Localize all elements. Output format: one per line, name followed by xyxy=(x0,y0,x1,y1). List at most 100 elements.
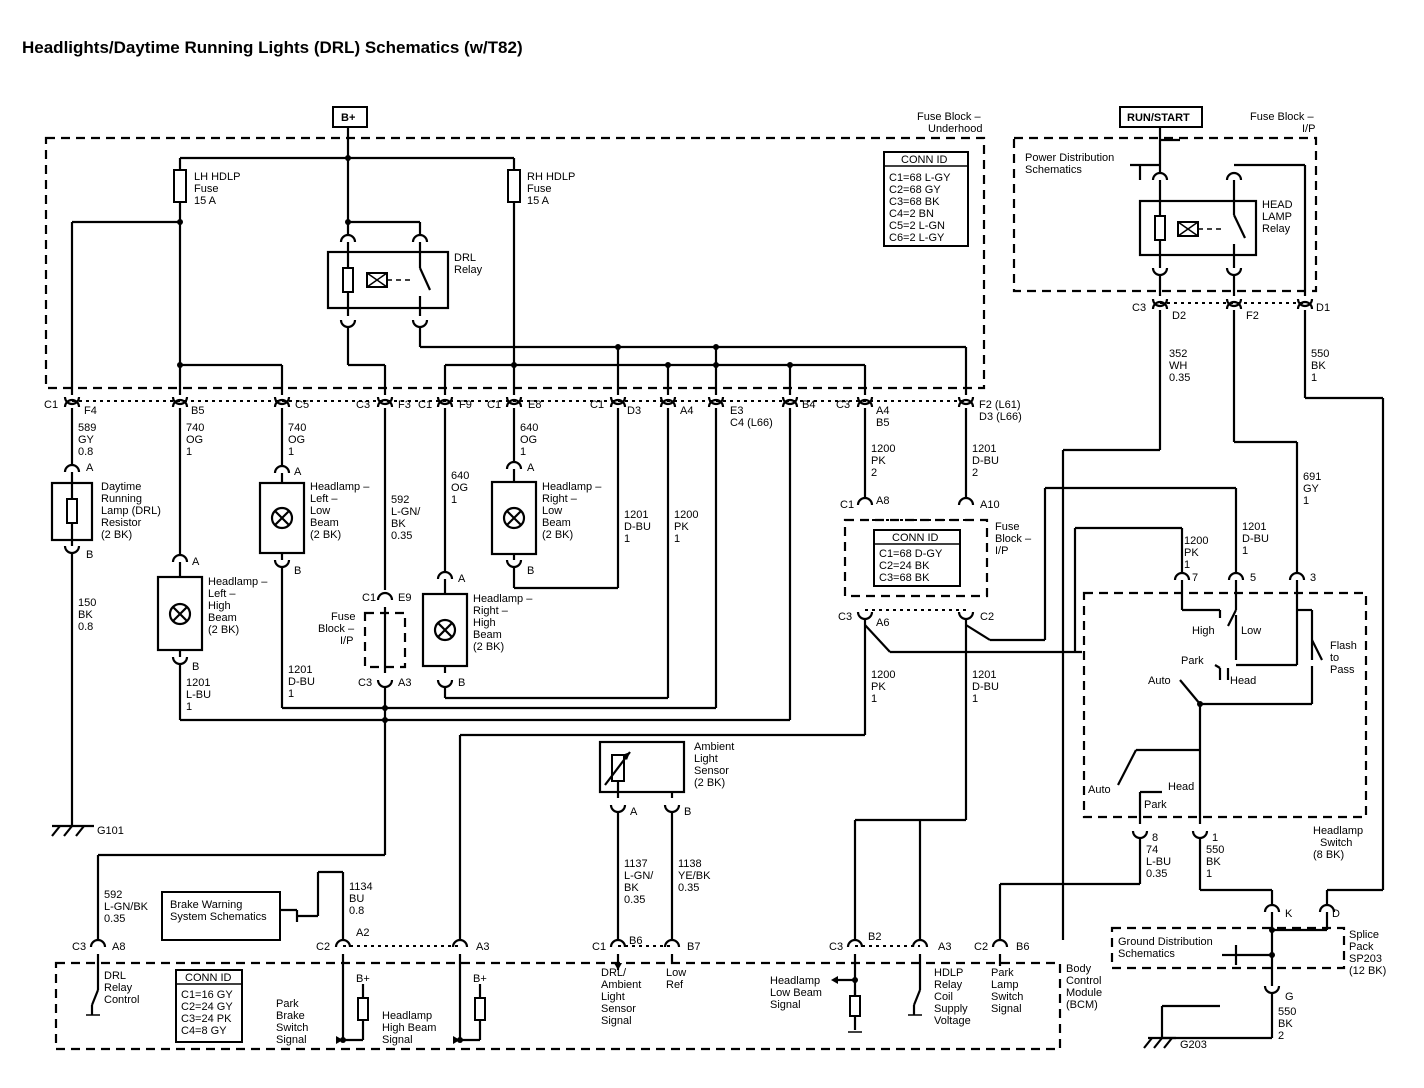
svg-text:Park: Park xyxy=(1181,655,1204,667)
svg-text:0.35: 0.35 xyxy=(1169,372,1190,384)
svg-text:OG: OG xyxy=(520,434,537,446)
svg-text:Brake: Brake xyxy=(276,1010,305,1022)
svg-text:(2 BK): (2 BK) xyxy=(694,777,725,789)
svg-text:Headlamp –: Headlamp – xyxy=(473,593,533,605)
headlamp-switch: 7 5 3 High Low Flash to Pass Park Head A… xyxy=(1082,571,1368,861)
svg-text:C2=24 BK: C2=24 BK xyxy=(879,560,930,572)
svg-text:C2: C2 xyxy=(316,941,330,953)
svg-text:Fuse: Fuse xyxy=(527,183,551,195)
svg-text:C1=68 D-GY: C1=68 D-GY xyxy=(879,548,943,560)
svg-text:Left –: Left – xyxy=(310,493,338,505)
svg-text:Schematics: Schematics xyxy=(1025,164,1082,176)
svg-text:BK: BK xyxy=(391,518,406,530)
svg-text:640: 640 xyxy=(451,470,469,482)
svg-text:0.35: 0.35 xyxy=(678,882,699,894)
svg-text:74: 74 xyxy=(1146,844,1158,856)
svg-text:Park: Park xyxy=(1144,799,1167,811)
svg-text:Ground Distribution: Ground Distribution xyxy=(1118,936,1213,948)
svg-text:I/P: I/P xyxy=(1302,123,1315,135)
svg-text:Beam: Beam xyxy=(310,517,339,529)
svg-text:Low: Low xyxy=(666,967,686,979)
svg-text:A: A xyxy=(192,556,200,568)
head-lamp-relay: HEAD LAMP Relay xyxy=(1138,171,1293,277)
svg-text:1200: 1200 xyxy=(1184,535,1208,547)
svg-text:WH: WH xyxy=(1169,360,1187,372)
svg-text:D-BU: D-BU xyxy=(1242,533,1269,545)
svg-text:Signal: Signal xyxy=(276,1034,307,1046)
runstart-label: RUN/START xyxy=(1127,112,1190,124)
svg-text:Beam: Beam xyxy=(208,612,237,624)
top-connector-cups xyxy=(63,396,975,408)
fuse-block-underhood-l1: Fuse Block – xyxy=(917,111,981,123)
svg-text:L-BU: L-BU xyxy=(1146,856,1171,868)
svg-text:C6=2 L-GY: C6=2 L-GY xyxy=(889,232,945,244)
svg-text:A: A xyxy=(458,573,466,585)
svg-text:I/P: I/P xyxy=(995,545,1008,557)
svg-text:1201: 1201 xyxy=(972,669,996,681)
svg-text:Ambient: Ambient xyxy=(694,741,734,753)
svg-text:C4 (L66): C4 (L66) xyxy=(730,417,773,429)
svg-text:C2: C2 xyxy=(974,941,988,953)
svg-text:A3: A3 xyxy=(476,941,489,953)
svg-text:15 A: 15 A xyxy=(194,195,217,207)
svg-text:C4=8 GY: C4=8 GY xyxy=(181,1025,227,1037)
bcm-hdlp-relay-coil: HDLP Relay Coil Supply Voltage xyxy=(908,954,971,1027)
svg-text:740: 740 xyxy=(186,422,204,434)
svg-text:15 A: 15 A xyxy=(527,195,550,207)
svg-text:SP203: SP203 xyxy=(1349,953,1382,965)
headlamp-left-high-beam: Headlamp – Left – High Beam (2 BK) xyxy=(156,562,268,657)
svg-text:Pass: Pass xyxy=(1330,664,1355,676)
bcm-connectors xyxy=(89,938,1009,948)
svg-text:A3: A3 xyxy=(398,677,411,689)
svg-text:Relay: Relay xyxy=(454,264,483,276)
svg-text:A4: A4 xyxy=(680,405,693,417)
svg-text:Signal: Signal xyxy=(382,1034,413,1046)
svg-text:(8 BK): (8 BK) xyxy=(1313,849,1344,861)
svg-text:Control: Control xyxy=(1066,975,1101,987)
svg-text:GY: GY xyxy=(78,434,95,446)
svg-text:Left –: Left – xyxy=(208,588,236,600)
svg-text:RH HDLP: RH HDLP xyxy=(527,171,575,183)
svg-text:1200: 1200 xyxy=(674,509,698,521)
svg-text:1: 1 xyxy=(186,701,192,713)
svg-text:1134: 1134 xyxy=(349,881,373,893)
svg-text:K: K xyxy=(1285,908,1293,920)
svg-text:C1: C1 xyxy=(44,399,58,411)
svg-text:Low: Low xyxy=(1241,625,1261,637)
svg-text:F3: F3 xyxy=(398,399,411,411)
svg-text:B6: B6 xyxy=(1016,941,1029,953)
svg-text:1: 1 xyxy=(1206,868,1212,880)
svg-text:G101: G101 xyxy=(97,825,124,837)
svg-text:1: 1 xyxy=(520,446,526,458)
bcm-drl-relay-control: DRL Relay Control xyxy=(86,954,139,1016)
svg-text:D3: D3 xyxy=(627,405,641,417)
svg-text:Fuse Block –: Fuse Block – xyxy=(1250,111,1314,123)
fuse-block-ip-top xyxy=(1012,136,1318,293)
svg-text:Resistor: Resistor xyxy=(101,517,142,529)
svg-text:B5: B5 xyxy=(876,417,889,429)
svg-text:1: 1 xyxy=(451,494,457,506)
svg-text:0.35: 0.35 xyxy=(1146,868,1167,880)
svg-text:Control: Control xyxy=(104,994,139,1006)
svg-text:PK: PK xyxy=(674,521,689,533)
svg-text:F2 (L61): F2 (L61) xyxy=(979,399,1021,411)
bplus-label: B+ xyxy=(341,112,355,124)
svg-text:B4: B4 xyxy=(802,399,815,411)
svg-text:1: 1 xyxy=(1184,559,1190,571)
svg-text:D-BU: D-BU xyxy=(972,681,999,693)
svg-text:E8: E8 xyxy=(528,399,541,411)
svg-text:High Beam: High Beam xyxy=(382,1022,436,1034)
svg-text:A: A xyxy=(294,466,302,478)
svg-text:1201: 1201 xyxy=(972,443,996,455)
svg-text:A8: A8 xyxy=(112,941,125,953)
svg-text:C3: C3 xyxy=(836,399,850,411)
svg-text:B: B xyxy=(294,565,301,577)
svg-text:C3: C3 xyxy=(358,677,372,689)
svg-text:C4=2 BN: C4=2 BN xyxy=(889,208,934,220)
svg-text:BK: BK xyxy=(1311,360,1326,372)
svg-text:2: 2 xyxy=(871,467,877,479)
svg-text:A8: A8 xyxy=(876,495,889,507)
svg-text:1201: 1201 xyxy=(186,677,210,689)
svg-text:Sensor: Sensor xyxy=(694,765,729,777)
svg-text:D3 (L66): D3 (L66) xyxy=(979,411,1022,423)
